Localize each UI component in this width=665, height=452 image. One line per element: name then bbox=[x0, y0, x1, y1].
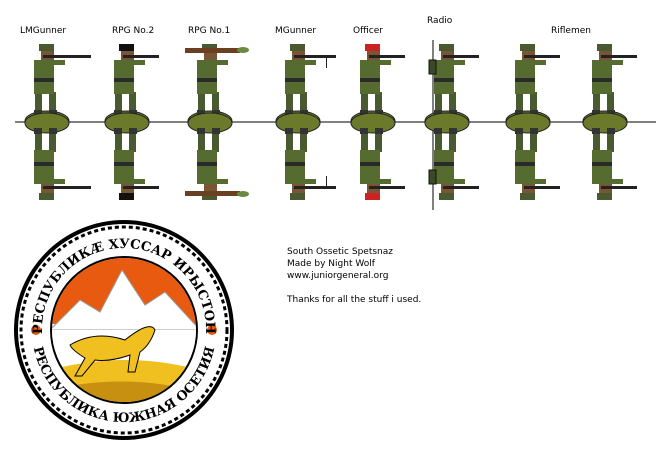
credits: South Ossetic Spetsnaz Made by Night Wol… bbox=[287, 246, 421, 306]
figure-base bbox=[350, 112, 396, 134]
soldier-figure-mirrored bbox=[275, 112, 336, 200]
figure-label: RPG No.1 bbox=[188, 26, 231, 36]
credit-thanks: Thanks for all the stuff i used. bbox=[287, 295, 422, 305]
figure-label: Officer bbox=[353, 26, 383, 36]
mg-weapon bbox=[294, 186, 336, 189]
mg-weapon bbox=[294, 55, 336, 58]
emblem: РЕСПУБЛИКÆ ХУССАР ИРЫСТОН РЕСПУБЛИКА ЮЖН… bbox=[14, 220, 234, 440]
rpg-weapon bbox=[185, 191, 240, 196]
lmg-weapon bbox=[43, 55, 91, 58]
rifle-weapon bbox=[601, 186, 637, 189]
soldier-figure-mirrored bbox=[24, 112, 91, 200]
figure-base bbox=[582, 112, 628, 134]
figure-base bbox=[104, 112, 150, 134]
figure-label: RPG No.2 bbox=[112, 26, 155, 36]
rpg-weapon bbox=[185, 48, 240, 53]
radio-icon bbox=[428, 169, 437, 185]
lmg-weapon bbox=[43, 186, 91, 189]
credit-author: Made by Night Wolf bbox=[287, 259, 375, 269]
radio-icon bbox=[428, 59, 437, 75]
rifle-weapon bbox=[123, 55, 159, 58]
rifle-weapon bbox=[369, 55, 405, 58]
figure-label: Radio bbox=[427, 16, 453, 26]
figure-base bbox=[187, 112, 233, 134]
figure-label: LMGunner bbox=[20, 26, 67, 36]
rifle-weapon bbox=[524, 186, 560, 189]
rifle-weapon bbox=[443, 55, 479, 58]
rifle-weapon bbox=[524, 55, 560, 58]
figure-label: MGunner bbox=[275, 26, 317, 36]
credit-website: www.juniorgeneral.org bbox=[287, 271, 389, 281]
figure-base bbox=[424, 112, 470, 134]
soldier-figure-mirrored bbox=[185, 112, 249, 200]
emblem-dot-right bbox=[207, 325, 217, 335]
rifle-weapon bbox=[601, 55, 637, 58]
soldier-figure-mirrored bbox=[350, 112, 405, 200]
soldier-figure-mirrored bbox=[505, 112, 560, 200]
figure-base bbox=[24, 112, 70, 134]
rifle-weapon bbox=[369, 186, 405, 189]
figure-base bbox=[505, 112, 551, 134]
rifle-weapon bbox=[443, 186, 479, 189]
soldier-figure-mirrored bbox=[424, 112, 479, 200]
figure-label: Riflemen bbox=[551, 26, 591, 36]
emblem-dot-left bbox=[31, 325, 41, 335]
rifle-weapon bbox=[123, 186, 159, 189]
credit-title: South Ossetic Spetsnaz bbox=[287, 247, 393, 257]
soldier-figure-mirrored bbox=[104, 112, 159, 200]
soldier-figure-mirrored bbox=[582, 112, 637, 200]
figure-base bbox=[275, 112, 321, 134]
